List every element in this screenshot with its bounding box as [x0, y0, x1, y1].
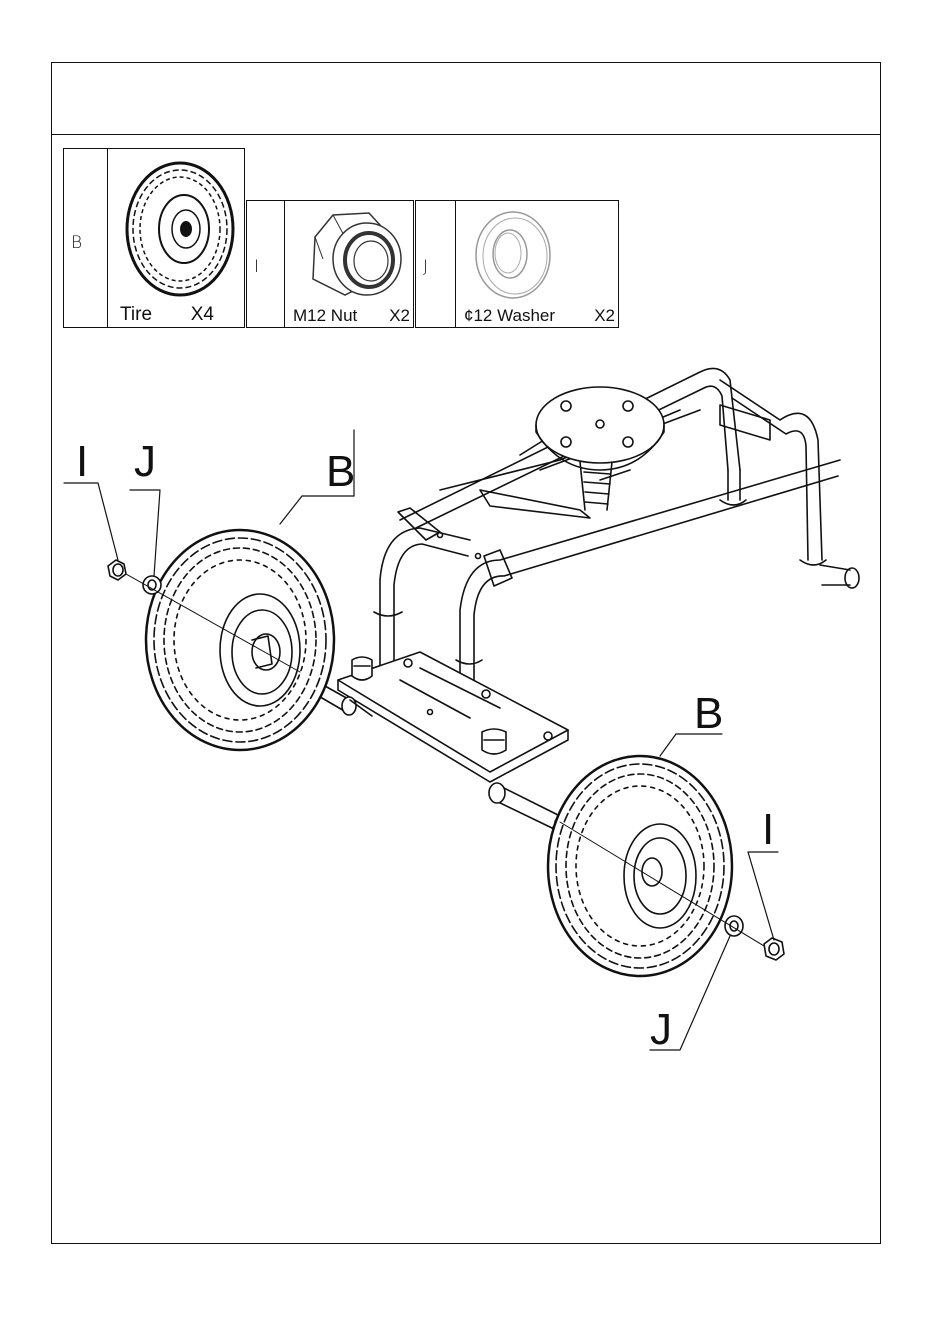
- callout-left-tire: B: [326, 447, 355, 496]
- turntable: [536, 387, 664, 510]
- callout-right-nut: I: [762, 805, 774, 854]
- callout-left-nut: I: [76, 437, 88, 486]
- left-tire: [146, 530, 334, 750]
- callout-right-washer: J: [650, 1005, 672, 1054]
- callout-left-washer: J: [134, 437, 156, 486]
- right-washer: [725, 916, 743, 936]
- right-axle: [489, 783, 561, 828]
- right-tire: [548, 756, 732, 976]
- left-nut: [108, 560, 126, 580]
- callout-right-tire: B: [694, 689, 723, 738]
- right-nut: [764, 938, 784, 960]
